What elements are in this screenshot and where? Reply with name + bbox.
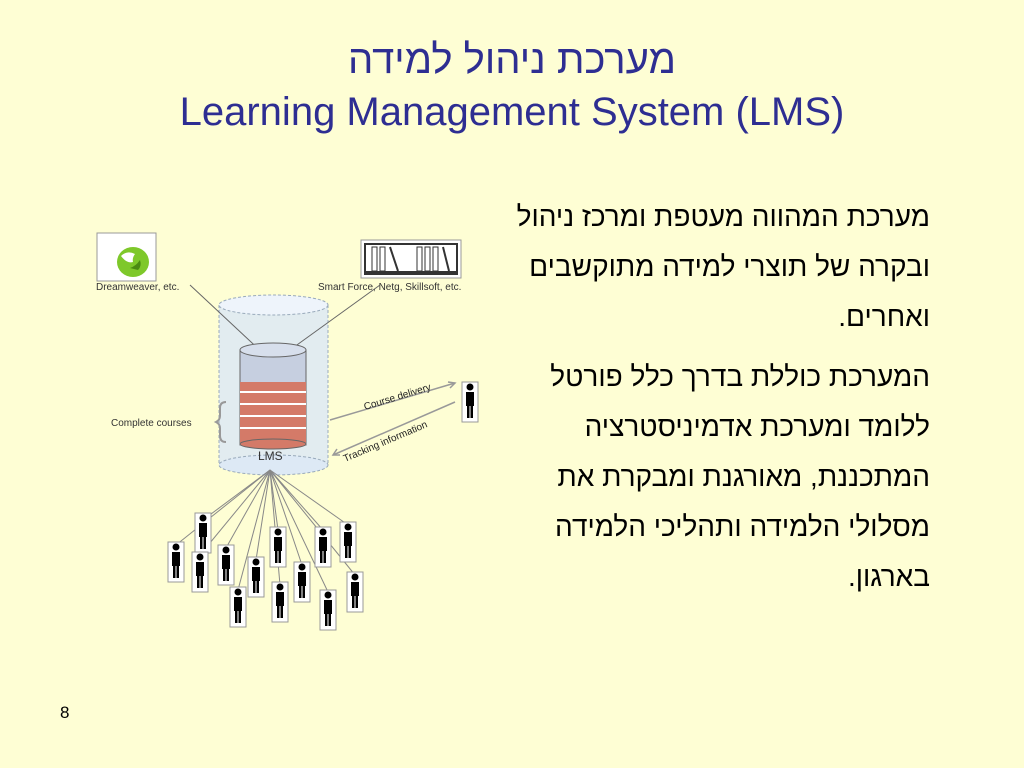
course-database [239, 342, 307, 450]
complete-courses-label: Complete courses [111, 418, 192, 429]
slide-title-english: Learning Management System (LMS) [179, 90, 845, 134]
lms-diagram: Dreamweaver, etc. Smart Force, Netg, Ski… [96, 232, 479, 631]
authoring-tool-label: Dreamweaver, etc. [96, 282, 179, 293]
course-delivery-label: Course delivery [363, 382, 433, 413]
learner-crowd [167, 512, 364, 631]
slide-title-hebrew: מערכת ניהול למידה [347, 38, 677, 82]
lms-label: LMS [258, 449, 283, 463]
delivery-arrows [329, 381, 457, 456]
slide-number: 8 [60, 703, 70, 722]
dreamweaver-logo-icon [96, 232, 157, 282]
body-paragraph-2: המערכת כוללת בדרך כלל פורטל ללומד ומערכת… [550, 361, 930, 592]
body-paragraph-1: מערכת המהווה מעטפת ומרכז ניהול ובקרה של … [516, 201, 930, 332]
tracking-label: Tracking information [342, 419, 429, 464]
content-vendor-label: Smart Force, Netg, Skillsoft, etc. [318, 282, 461, 293]
courses-brace [213, 401, 227, 443]
bookshelf-icon [360, 239, 462, 279]
slide-body: מערכת המהווה מעטפת ומרכז ניהול ובקרה של … [505, 192, 930, 612]
learner-icon [461, 381, 479, 423]
learner-links [175, 469, 356, 593]
